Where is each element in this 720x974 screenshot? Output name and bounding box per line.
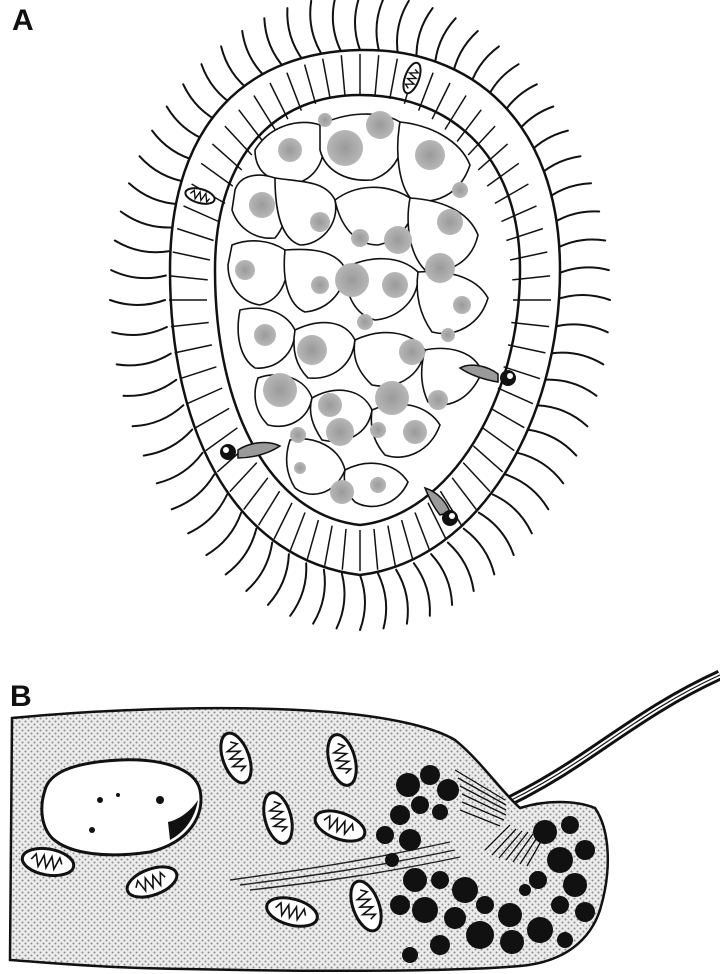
cilium-icon [110,300,165,305]
cilium-icon [313,570,325,624]
cilium-icon [553,324,608,332]
cilium-icon [206,513,241,556]
cilium-icon [333,0,341,51]
cilium-icon [133,405,184,426]
larva-diagram [110,0,610,630]
cilium-icon [188,495,227,534]
cilium-icon [518,453,564,484]
cilium-icon [537,405,588,426]
cilium-icon [397,1,409,55]
cilium-icon [355,0,360,50]
cilium-icon [549,353,603,365]
cilium-icon [554,267,609,275]
cilium-icon [246,543,272,592]
cilium-icon [124,380,177,396]
nucleus-icon [42,760,201,855]
cilium-icon [112,327,167,335]
cilium-icon [506,475,549,510]
cilium-icon [129,183,180,204]
cilium-icon [528,430,577,456]
cilium-icon [310,1,322,55]
cilium-icon [121,212,174,228]
cilium-icon [396,570,408,624]
cilium-icon [290,563,306,616]
cilium-icon [111,270,166,278]
cilium-icon [448,543,474,592]
cilium-icon [544,380,597,396]
cilium-icon [268,554,289,605]
cilium-icon [416,8,432,61]
cilium-icon [144,430,193,456]
cell-detail-diagram [10,675,720,971]
cilium-icon [117,354,171,366]
cilium-icon [157,453,203,484]
cilium-icon [172,475,215,510]
cilium-icon [555,295,610,300]
cilium-icon [337,574,345,629]
cilium-icon [376,0,384,51]
cilium-icon [464,529,495,575]
cilium-icon [140,156,189,182]
cilium-icon [115,241,169,253]
cilium-icon [378,574,386,629]
cilium-icon [431,554,452,605]
cilium-icon [360,575,365,630]
cilium-icon [414,563,430,616]
cilium-icon [493,495,532,534]
cilium-icon [226,529,257,575]
cilium-icon [287,8,303,61]
cilium-icon [264,18,285,69]
